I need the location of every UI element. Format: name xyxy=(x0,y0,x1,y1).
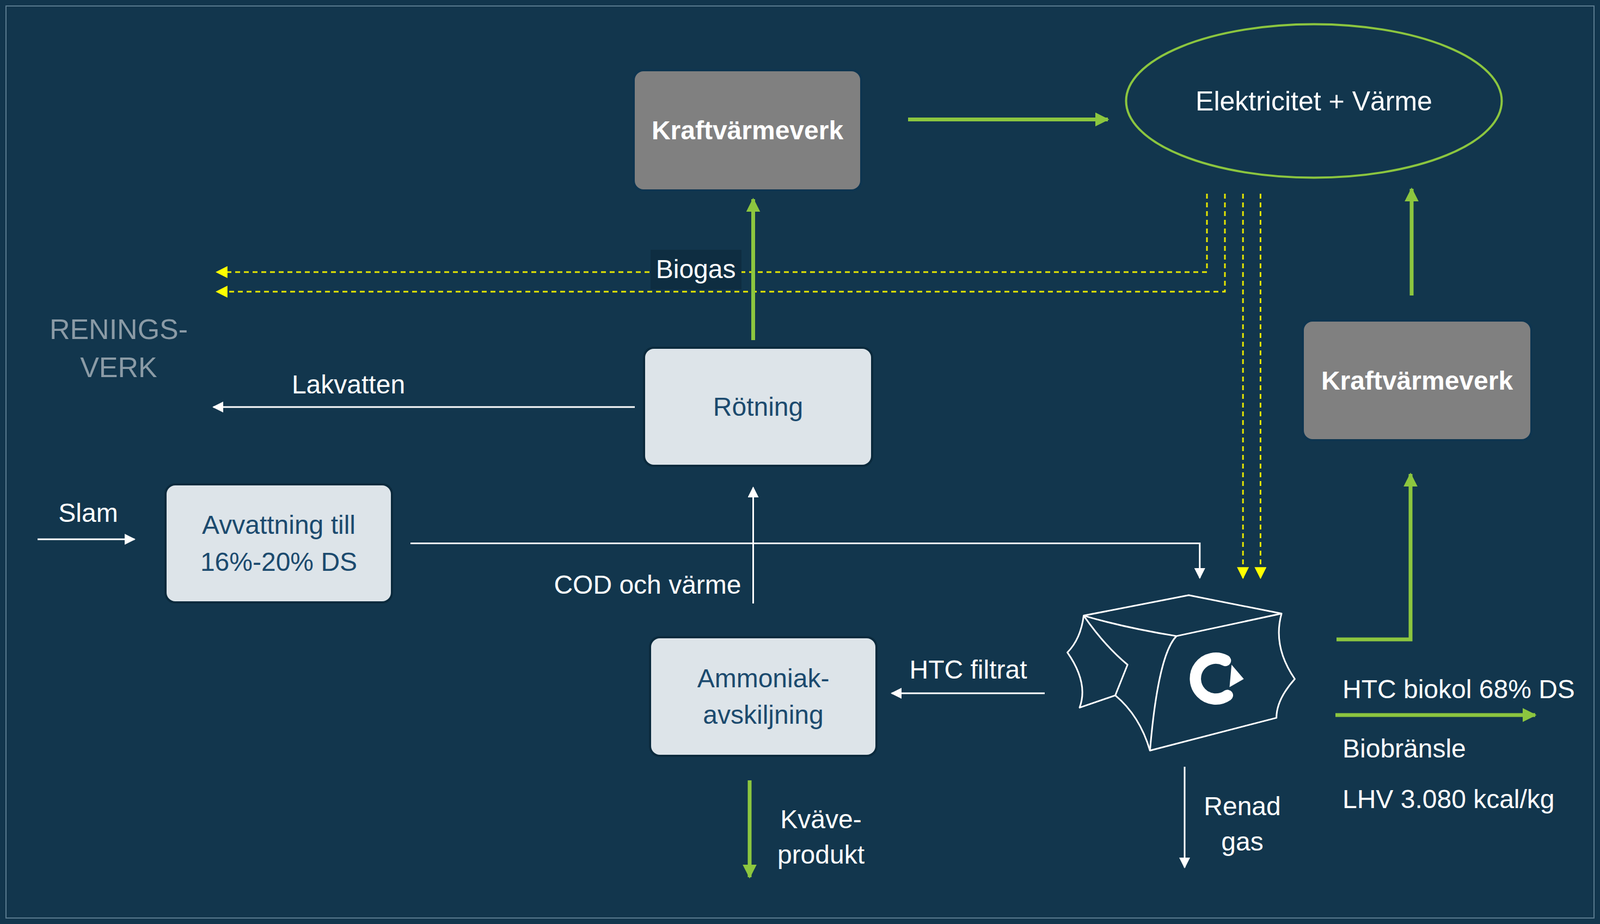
product-label: HTC biokol 68% DS xyxy=(1342,672,1575,708)
flow-connector xyxy=(1336,474,1411,640)
flow-connector xyxy=(752,199,754,341)
node-label: Ammoniak- avskiljning xyxy=(660,660,866,734)
product-label: Kväve- produkt xyxy=(766,802,876,874)
flow-connector xyxy=(1242,193,1261,579)
edge-label: Biogas xyxy=(650,249,742,290)
flow-label: Slam xyxy=(58,495,118,532)
biochar-output-arrow xyxy=(1335,713,1536,718)
chp-plant-box: Kraftvärmeverk xyxy=(632,69,863,192)
gas-output-arrow xyxy=(1184,767,1186,868)
reactor-icon xyxy=(1064,593,1298,753)
flow-connector xyxy=(908,119,1108,120)
flow-line xyxy=(1259,193,1262,579)
chp-plant-box: Kraftvärmeverk xyxy=(1301,319,1533,442)
plant-label: RENINGS- VERK xyxy=(26,310,212,387)
sludge-input-arrow xyxy=(37,538,135,541)
process-box: Ammoniak- avskiljning xyxy=(648,636,878,758)
flow-line xyxy=(908,117,1108,122)
node-text-wrap: Rötning xyxy=(713,388,803,426)
product-label: Renad gas xyxy=(1196,789,1289,861)
nitrogen-output-arrow xyxy=(748,780,752,878)
energy-return-line xyxy=(216,193,1225,292)
node-label: Kraftvärmeverk xyxy=(1321,365,1513,396)
flow-line xyxy=(1336,474,1411,640)
node-text-wrap: Ammoniak- avskiljning xyxy=(660,660,866,734)
node-label: Elektricitet + Värme xyxy=(1195,85,1433,118)
node-text-wrap: Elektricitet + Värme xyxy=(1195,85,1433,118)
node-label: Rötning xyxy=(713,388,803,426)
frame-border xyxy=(5,5,1595,919)
flow-line xyxy=(1410,188,1414,296)
edge-label: COD och värme xyxy=(553,567,741,604)
htc-reactor xyxy=(1064,593,1298,753)
flow-line xyxy=(891,693,1045,695)
flow-connector xyxy=(891,693,1045,695)
flow-label: Lakvatten xyxy=(291,367,406,403)
flow-line xyxy=(410,543,1200,579)
node-text-wrap: Kraftvärmeverk xyxy=(1321,365,1513,396)
process-box: Rötning xyxy=(642,346,874,468)
product-label: Biobränsle xyxy=(1342,731,1467,768)
edge-label: HTC filtrat xyxy=(909,652,1028,689)
flow-connector xyxy=(752,487,754,604)
flow-connector xyxy=(410,543,1200,579)
node-label: Kraftvärmeverk xyxy=(651,115,844,146)
flow-connector xyxy=(1411,188,1413,296)
leachate-arrow xyxy=(213,406,635,409)
node-label: Avvattning till 16%-20% DS xyxy=(176,506,382,580)
node-text-wrap: Kraftvärmeverk xyxy=(651,115,844,146)
output-ellipse: Elektricitet + Värme xyxy=(1124,22,1504,180)
node-text-wrap: Avvattning till 16%-20% DS xyxy=(176,506,382,580)
flow-line xyxy=(752,487,754,604)
product-label: LHV 3.080 kcal/kg xyxy=(1342,782,1555,818)
process-box: Avvattning till 16%-20% DS xyxy=(164,483,394,604)
flow-line xyxy=(1242,193,1244,579)
flow-line xyxy=(751,199,756,341)
